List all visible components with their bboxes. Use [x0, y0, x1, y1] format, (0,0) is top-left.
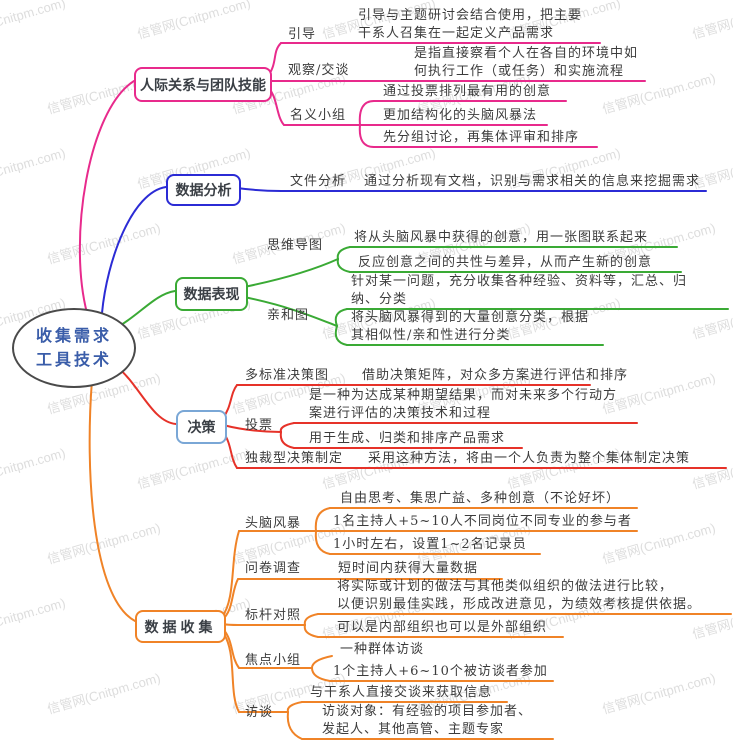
leaf-benchmarking-2[interactable]: 可以是内部组织也可以是外部组织 — [337, 620, 548, 635]
subtopic-focus-groups[interactable]: 焦点小组 — [245, 653, 302, 668]
leaf-brainstorming-3[interactable]: 1小时左右，设置1~2名记录员 — [333, 537, 527, 552]
subtopic-facilitation[interactable]: 引导 — [288, 27, 317, 42]
connectors-decision-making — [115, 365, 727, 469]
connectors-interpersonal — [78, 42, 646, 314]
leaf-interviews-2[interactable]: 访谈对象：有经验的项目参加者、 发起人、其他高管、主题专家 — [322, 704, 533, 737]
subtopic-brainstorming[interactable]: 头脑风暴 — [245, 516, 302, 531]
connectors-data-gathering — [88, 379, 732, 740]
branch-data-representation[interactable]: 数据表现 — [175, 277, 248, 311]
subtopic-observation-conversation[interactable]: 观察/交谈 — [288, 63, 350, 78]
leaf-autocratic-desc[interactable]: 采用这种方法，将由一个人负责为整个集体制定决策 — [368, 451, 691, 466]
subtopic-mind-mapping[interactable]: 思维导图 — [267, 238, 324, 253]
leaf-brainstorming-2[interactable]: 1名主持人+5~10人不同岗位不同专业的参与者 — [333, 514, 632, 529]
subtopic-document-analysis[interactable]: 文件分析 — [290, 174, 347, 189]
subtopic-affinity-diagram[interactable]: 亲和图 — [267, 308, 310, 323]
leaf-multicriteria-desc[interactable]: 借助决策矩阵，对众多方案进行评估和排序 — [362, 368, 629, 383]
leaf-benchmarking-1[interactable]: 将实际或计划的做法与其他类似组织的做法进行比较， 以便识别最佳实践，形成改进意见… — [337, 579, 702, 612]
subtopic-autocratic-decision[interactable]: 独裁型决策制定 — [245, 451, 344, 466]
leaf-brainstorming-1[interactable]: 自由思考、集思广益、多种创意（不论好坏） — [340, 491, 621, 506]
leaf-facilitation-desc[interactable]: 引导与主题研讨会结合使用，把主要 干系人召集在一起定义产品需求 — [358, 8, 583, 41]
branch-interpersonal-team-skills[interactable]: 人际关系与团队技能 — [134, 67, 272, 102]
subtopic-nominal-group[interactable]: 名义小组 — [290, 108, 347, 123]
leaf-affinity-2[interactable]: 将头脑风暴得到的大量创意分类，根据 其相似性/亲和性进行分类 — [351, 310, 590, 343]
leaf-interviews-1[interactable]: 与干系人直接交谈来获取信息 — [310, 685, 493, 700]
leaf-nominal-group-3[interactable]: 先分组讨论，再集体评审和排序 — [383, 130, 580, 145]
leaf-focus-groups-2[interactable]: 1个主持人+6~10个被访谈者参加 — [333, 664, 548, 679]
subtopic-questionnaires[interactable]: 问卷调查 — [245, 561, 302, 576]
central-topic[interactable]: 收集需求 工具技术 — [12, 308, 136, 388]
leaf-affinity-1[interactable]: 针对某一问题，充分收集各种经验、资料等，汇总、归 纳、分类 — [351, 274, 688, 307]
branch-data-analysis[interactable]: 数据分析 — [166, 174, 241, 206]
subtopic-multicriteria-decision[interactable]: 多标准决策图 — [245, 368, 330, 383]
leaf-focus-groups-1[interactable]: 一种群体访谈 — [340, 642, 425, 657]
leaf-mind-mapping-1[interactable]: 将从头脑风暴中获得的创意，用一张图联系起来 — [354, 230, 649, 245]
leaf-nominal-group-1[interactable]: 通过投票排列最有用的创意 — [383, 84, 552, 99]
subtopic-benchmarking[interactable]: 标杆对照 — [245, 608, 302, 623]
leaf-voting-2[interactable]: 用于生成、归类和排序产品需求 — [309, 431, 506, 446]
leaf-voting-1[interactable]: 是一种为达成某种期望结果，而对未来多个行动方 案进行评估的决策技术和过程 — [309, 388, 618, 421]
leaf-questionnaires-desc[interactable]: 短时间内获得大量数据 — [338, 561, 479, 576]
branch-data-gathering[interactable]: 数据收集 — [135, 610, 226, 643]
connectors-data-representation — [120, 246, 729, 346]
leaf-nominal-group-2[interactable]: 更加结构化的头脑风暴法 — [383, 108, 538, 123]
subtopic-interviews[interactable]: 访谈 — [245, 705, 274, 720]
subtopic-voting[interactable]: 投票 — [245, 418, 274, 433]
branch-decision-making[interactable]: 决策 — [176, 410, 227, 444]
leaf-observation-desc[interactable]: 是指直接察看个人在各自的环境中如 何执行工作（或任务）和实施流程 — [414, 46, 639, 79]
leaf-document-analysis-desc[interactable]: 通过分析现有文档，识别与需求相关的信息来挖掘需求 — [364, 174, 701, 189]
leaf-mind-mapping-2[interactable]: 反应创意之间的共性与差异，从而产生新的创意 — [358, 255, 653, 270]
